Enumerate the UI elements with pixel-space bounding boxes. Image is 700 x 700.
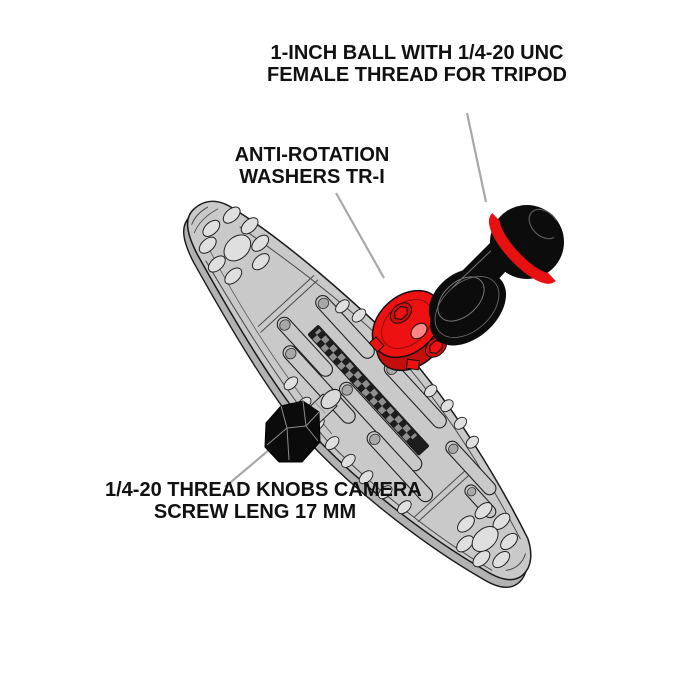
knob-label: 1/4-20 THREAD KNOBS CAMERA SCREW LENG 17… bbox=[105, 479, 422, 523]
knob-facets bbox=[266, 400, 320, 461]
ball bbox=[490, 205, 564, 279]
washer-center-hole bbox=[410, 322, 428, 340]
watermark-band bbox=[308, 325, 429, 456]
washer-label-line2: WASHERS TR-I bbox=[239, 166, 385, 188]
tray-holes-right bbox=[456, 502, 518, 569]
tray-contour-bottom bbox=[205, 260, 493, 571]
washer-tab-bottom bbox=[405, 358, 421, 371]
ball-adapter bbox=[428, 205, 564, 346]
tray-cap-arc-left2 bbox=[193, 208, 219, 234]
washer-hex-screw-1 bbox=[394, 306, 408, 320]
tray-center-hole-right bbox=[471, 525, 499, 553]
ball-oring bbox=[488, 213, 556, 284]
ball-label-line2: FEMALE THREAD FOR TRIPOD bbox=[267, 64, 567, 86]
tray-cap-arc-right bbox=[505, 553, 527, 571]
camera-tray: ▚▞▚▞▚▞▚▞▚▞▚▞▚▞▚▞▚▞▚▞▚▞▚▞ bbox=[183, 200, 532, 588]
knob-label-line1: 1/4-20 THREAD KNOBS CAMERA bbox=[105, 479, 422, 501]
tray-ridge-right bbox=[413, 469, 466, 518]
ball-label: 1-INCH BALL WITH 1/4-20 UNC FEMALE THREA… bbox=[267, 42, 567, 86]
tray-slot-ramps bbox=[279, 297, 477, 497]
leader-line-ball bbox=[465, 112, 488, 203]
knob-body bbox=[264, 400, 321, 463]
ball-label-line1: 1-INCH BALL WITH 1/4-20 UNC bbox=[270, 42, 564, 64]
tray-center-hole-left bbox=[223, 234, 252, 262]
tray-ridge-right2 bbox=[417, 474, 470, 523]
washer-hex-screw-2 bbox=[429, 340, 443, 354]
tray-cap-arc-left1 bbox=[191, 206, 209, 225]
washer-label: ANTI-ROTATION WASHERS TR-I bbox=[162, 144, 462, 188]
anti-rotation-washer bbox=[368, 289, 449, 372]
tray-slots bbox=[276, 295, 497, 519]
leader-line-knob bbox=[224, 449, 270, 488]
flange-highlight-2 bbox=[434, 276, 500, 338]
tray-ridge-left2 bbox=[260, 279, 319, 333]
washer-label-line1: ANTI-ROTATION bbox=[234, 144, 390, 166]
flange-highlight-1 bbox=[437, 276, 485, 322]
washer-tab-left bbox=[368, 336, 385, 353]
thread-knob bbox=[264, 388, 342, 463]
knob-screw-tip bbox=[320, 388, 342, 410]
leader-line-washer bbox=[335, 192, 385, 279]
knob-label-line2: SCREW LENG 17 MM bbox=[153, 501, 357, 523]
tray-holes-left bbox=[198, 206, 270, 285]
screw-thread-line2 bbox=[314, 401, 326, 414]
tray-ridge-left bbox=[257, 274, 315, 328]
